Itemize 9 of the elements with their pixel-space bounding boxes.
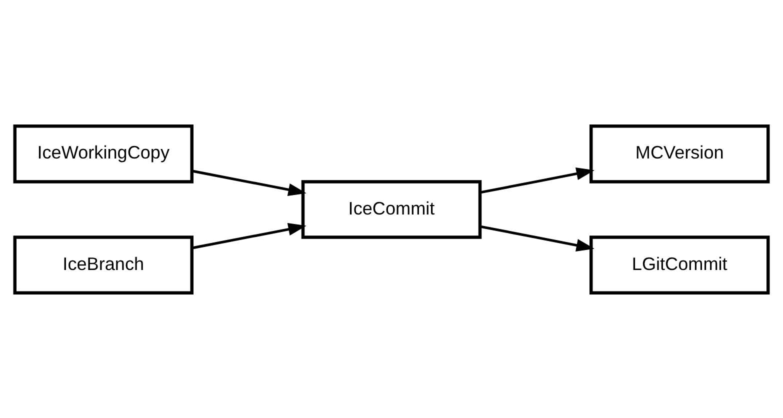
arrow xyxy=(480,167,594,194)
arrow xyxy=(480,224,594,251)
node-box: IceWorkingCopy xyxy=(13,124,194,183)
node-box: IceCommit xyxy=(301,180,482,238)
node-box: IceBranch xyxy=(13,235,194,294)
arrow xyxy=(192,169,306,196)
node-box: MCVersion xyxy=(590,124,770,183)
node-box: LGitCommit xyxy=(590,235,770,294)
arrow xyxy=(192,222,306,249)
